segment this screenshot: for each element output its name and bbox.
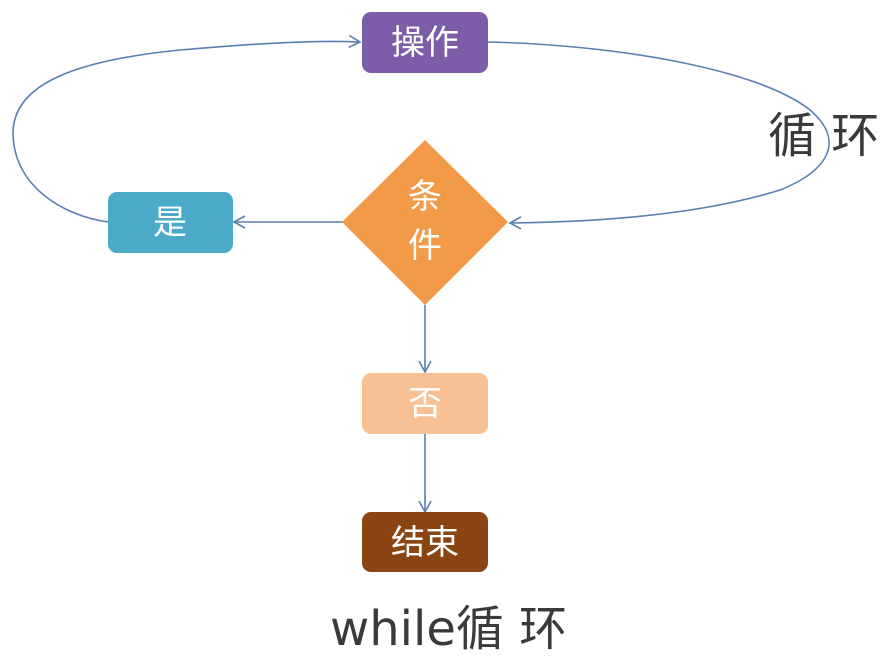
node-yes: 是 bbox=[108, 192, 233, 253]
loop-label: 循 环 bbox=[768, 108, 879, 164]
edge-yes-to-action bbox=[12, 34, 362, 223]
condition-diamond bbox=[342, 140, 508, 305]
edge-action-to-condition bbox=[487, 41, 830, 230]
condition-label-line-2: 件 bbox=[408, 226, 442, 266]
end-label: 结束 bbox=[391, 523, 459, 563]
end-box bbox=[362, 512, 488, 572]
action-box bbox=[362, 12, 488, 73]
action-label: 操作 bbox=[391, 23, 459, 63]
node-condition: 条 件 bbox=[342, 140, 508, 305]
node-action: 操作 bbox=[362, 12, 488, 73]
no-box bbox=[362, 373, 488, 434]
node-no: 否 bbox=[362, 373, 488, 434]
yes-label: 是 bbox=[153, 203, 187, 243]
condition-label-line-1: 条 bbox=[408, 177, 442, 217]
no-label: 否 bbox=[408, 384, 442, 424]
edges bbox=[12, 34, 830, 514]
diagram-caption: while循 环 bbox=[330, 601, 567, 657]
yes-box bbox=[108, 192, 233, 253]
node-end: 结束 bbox=[362, 512, 488, 572]
